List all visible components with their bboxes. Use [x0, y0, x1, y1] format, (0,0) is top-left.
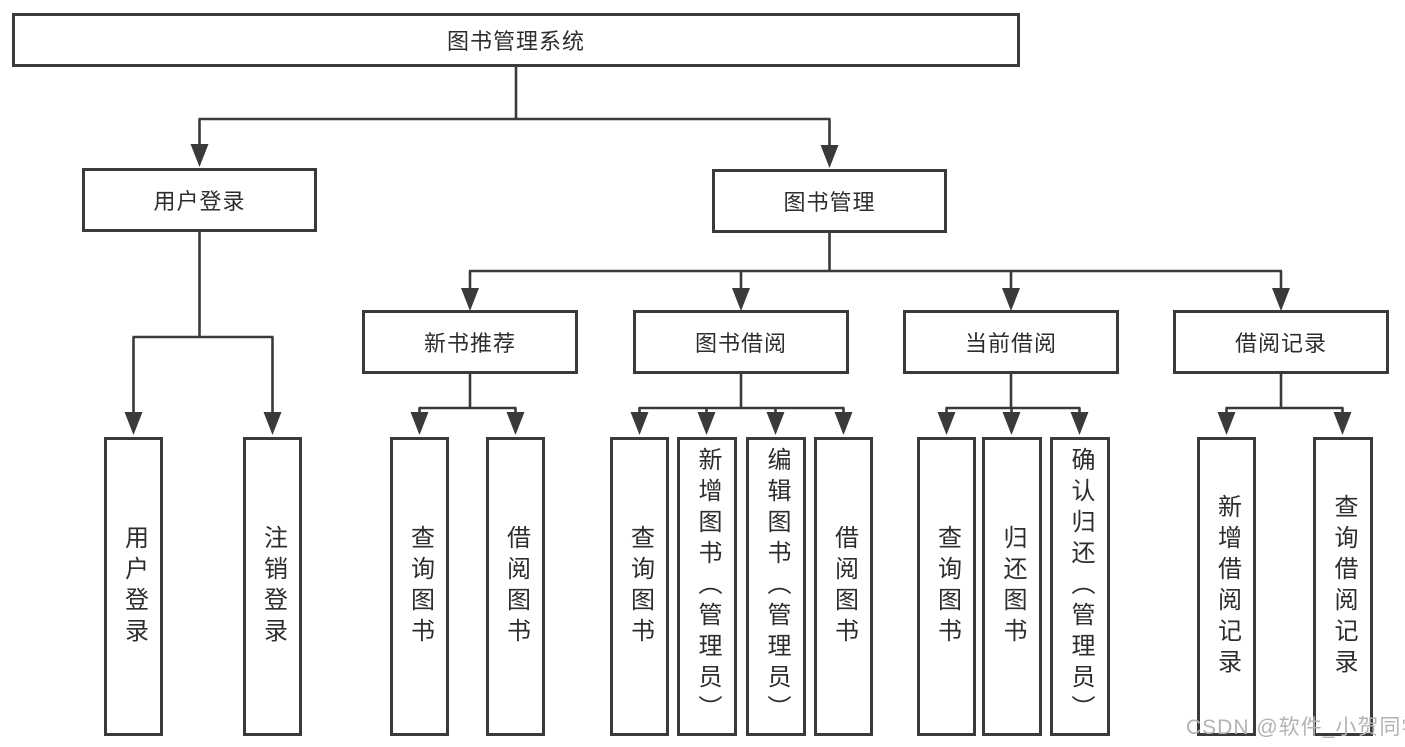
connector-borrow-records	[1225, 374, 1344, 418]
node-label: 图书管理	[783, 190, 876, 215]
node-label: 查询图书	[406, 524, 434, 649]
arrow-icon	[263, 412, 282, 435]
arrow-icon	[1002, 288, 1020, 311]
node-user-login: 用户登录	[82, 168, 317, 232]
node-book-borrow: 图书借阅	[633, 310, 849, 374]
node-leaf-return-book: 归还图书	[982, 437, 1042, 736]
node-label: 查询借阅记录	[1330, 493, 1357, 680]
node-leaf-borrow-books-recommend: 借阅图书	[486, 437, 545, 736]
node-leaf-confirm-return-admin: 确认归还（管理员）	[1050, 437, 1110, 736]
node-borrow-records: 借阅记录	[1173, 310, 1389, 374]
node-label: 图书管理系统	[446, 29, 585, 54]
connector-book-management	[468, 233, 1283, 294]
arrow-icon	[506, 412, 525, 435]
arrow-icon	[834, 412, 853, 435]
node-leaf-query-borrow-record: 查询借阅记录	[1313, 437, 1373, 736]
node-leaf-add-book-admin: 新增图书（管理员）	[677, 437, 737, 736]
connector-book-borrow	[638, 374, 845, 418]
node-label: 当前借阅	[964, 331, 1057, 356]
node-label: 借阅记录	[1234, 331, 1327, 356]
node-book-management: 图书管理	[712, 169, 947, 233]
arrow-icon	[1272, 288, 1290, 311]
node-label: 借阅图书	[502, 524, 530, 649]
node-label: 查询图书	[933, 524, 961, 649]
arrow-icon	[1002, 412, 1021, 435]
node-label: 注销登录	[259, 524, 287, 649]
connector-user-login	[132, 232, 274, 418]
node-label: 编辑图书（管理员）	[763, 447, 790, 726]
node-leaf-user-login: 用户登录	[104, 437, 163, 736]
connector-root	[198, 67, 831, 150]
arrow-icon	[1217, 412, 1236, 435]
arrow-icon	[732, 288, 750, 311]
arrow-icon	[1070, 412, 1089, 435]
arrowhead-icons	[124, 144, 1352, 435]
arrow-icon	[1333, 412, 1352, 435]
node-label: 新增图书（管理员）	[694, 447, 721, 726]
node-label: 新增借阅记录	[1213, 493, 1241, 680]
node-label: 借阅图书	[830, 524, 858, 649]
node-label: 新书推荐	[423, 331, 516, 356]
arrow-icon	[410, 412, 429, 435]
arrow-icon	[697, 412, 716, 435]
node-leaf-edit-book-admin: 编辑图书（管理员）	[746, 437, 806, 736]
arrow-icon	[937, 412, 956, 435]
connector-current-borrow	[945, 374, 1081, 418]
arrow-icon	[461, 288, 479, 311]
node-leaf-query-books-borrow: 查询图书	[610, 437, 669, 736]
arrow-icon	[190, 144, 209, 167]
node-leaf-query-books-current: 查询图书	[917, 437, 976, 736]
node-new-book-recommend: 新书推荐	[362, 310, 578, 374]
node-current-borrow: 当前借阅	[903, 310, 1119, 374]
node-leaf-add-borrow-record: 新增借阅记录	[1197, 437, 1256, 736]
node-label: 归还图书	[999, 524, 1026, 649]
node-label: 图书借阅	[694, 331, 787, 356]
node-label: 用户登录	[153, 189, 246, 214]
arrow-icon	[124, 412, 143, 435]
node-leaf-borrow-book: 借阅图书	[814, 437, 873, 736]
node-label: 查询图书	[626, 524, 654, 649]
arrow-icon	[820, 145, 839, 168]
node-leaf-query-books-recommend: 查询图书	[390, 437, 449, 736]
connector-new-book	[418, 374, 517, 418]
node-label: 确认归还（管理员）	[1067, 447, 1094, 726]
arrow-icon	[766, 412, 785, 435]
node-root-system: 图书管理系统	[12, 13, 1020, 67]
node-label: 用户登录	[120, 524, 148, 649]
csdn-watermark: CSDN @软件_小贺同学	[1186, 716, 1405, 739]
arrow-icon	[630, 412, 649, 435]
node-leaf-logout: 注销登录	[243, 437, 302, 736]
